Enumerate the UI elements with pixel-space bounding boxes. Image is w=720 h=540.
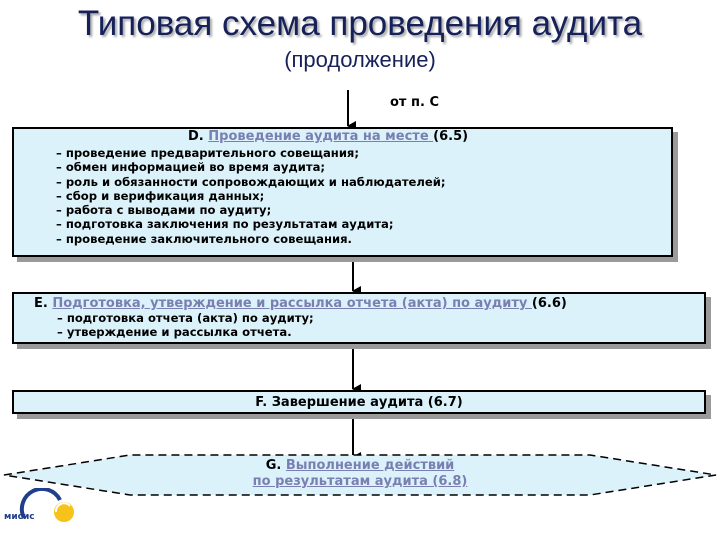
step-d-items: – проведение предварительного совещания;… — [56, 146, 446, 246]
step-e-prefix: E. — [34, 296, 53, 311]
list-item: – утверждение и рассылка отчета. — [57, 325, 292, 340]
list-item: – подготовка заключения по результатам а… — [56, 217, 394, 232]
list-item: – проведение предварительного совещания; — [56, 146, 360, 160]
step-d-link[interactable]: Проведение аудита на месте — [208, 129, 434, 144]
step-e-items: – подготовка отчета (акта) по аудиту; – … — [57, 311, 314, 340]
step-d-prefix: D. — [188, 129, 209, 144]
step-f-title: F. Завершение аудита (6.7) — [255, 395, 463, 410]
step-d-ref: (6.5) — [433, 129, 469, 144]
step-d-title: D. Проведение аудита на месте (6.5) — [188, 129, 468, 144]
step-g-link-2[interactable]: по результатам аудита (6.8) — [252, 474, 468, 489]
step-e-title: E. Подготовка, утверждение и рассылка от… — [34, 296, 567, 311]
step-f-box: F. Завершение аудита (6.7) — [12, 390, 706, 414]
step-e-box: E. Подготовка, утверждение и рассылка от… — [12, 292, 706, 344]
step-d-box: D. Проведение аудита на месте (6.5) – пр… — [12, 127, 673, 257]
step-g-prefix: G. — [265, 458, 286, 473]
list-item: – работа с выводами по аудиту; — [56, 203, 272, 218]
list-item: – подготовка отчета (акта) по аудиту; — [57, 311, 314, 325]
misis-logo-icon — [19, 488, 74, 522]
step-g-line-2: по результатам аудита (6.8) — [130, 474, 590, 490]
step-e-link[interactable]: Подготовка, утверждение и рассылка отчет… — [52, 296, 532, 311]
step-g-line-1: G. Выполнение действий — [130, 458, 590, 474]
list-item: – обмен информацией во время аудита; — [56, 160, 326, 175]
page-title: Типовая схема проведения аудита — [77, 4, 643, 43]
list-item: – проведение заключительного совещания. — [56, 231, 352, 246]
list-item: – роль и обязанности сопровождающих и на… — [56, 174, 446, 189]
page-subtitle: (продолжение) — [284, 47, 436, 72]
step-g-label: G. Выполнение действий по результатам ау… — [130, 458, 590, 490]
box-g-shape — [3, 454, 717, 496]
step-e-ref: (6.6) — [531, 296, 567, 311]
from-label: от п. С — [390, 95, 439, 110]
logo-text: мисис — [4, 512, 35, 522]
step-g-link-1[interactable]: Выполнение действий — [285, 458, 455, 473]
list-item: – сбор и верификация данных; — [56, 188, 265, 203]
